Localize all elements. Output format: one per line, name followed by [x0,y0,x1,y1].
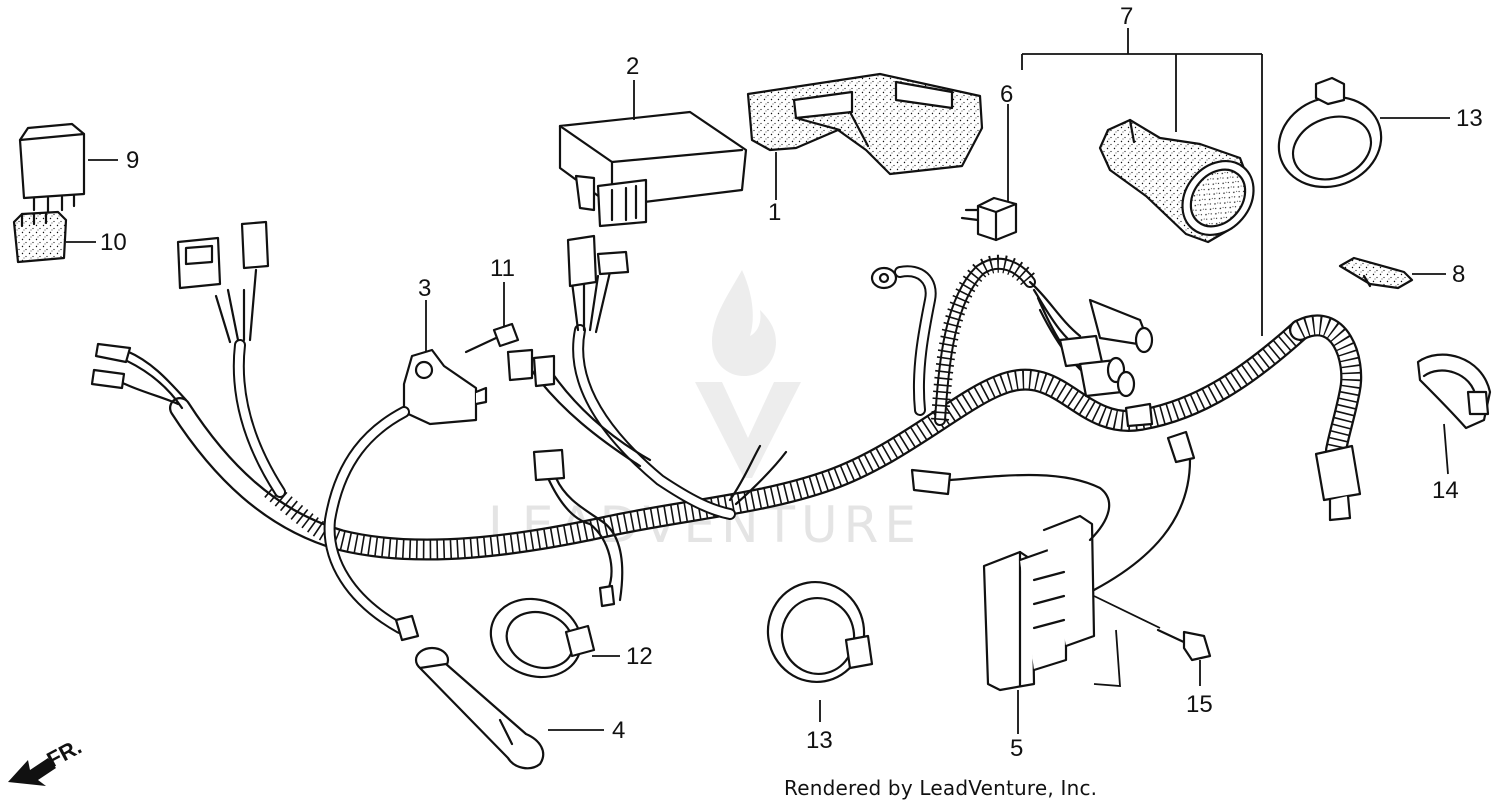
footer-credit: Rendered by LeadVenture, Inc. [784,776,1098,800]
callout-6: 6 [1000,81,1013,108]
front-direction-marker: FR. [8,734,86,786]
part-4-plug-cap[interactable] [414,646,545,770]
part-12-band[interactable] [480,587,596,690]
callout-13-upper: 13 [1456,105,1483,132]
callout-11: 11 [490,255,515,282]
callout-4: 4 [612,717,625,744]
part-8-grommet[interactable] [1338,256,1414,290]
leader-lines [66,28,1450,734]
callouts: 2 1 3 4 5 6 7 8 9 10 11 12 13 13 14 15 [100,3,1483,762]
part-14-band[interactable] [1416,353,1492,430]
part-9-relay[interactable] [18,122,86,214]
callout-14: 14 [1432,477,1459,504]
part-15-bolt[interactable] [1156,628,1212,662]
part-1-cover[interactable] [746,72,984,176]
callout-8: 8 [1452,261,1465,288]
callout-10: 10 [100,229,127,256]
part-3-wire-harness[interactable] [90,220,1363,608]
callout-3: 3 [418,275,431,302]
callout-13-lower: 13 [806,727,833,754]
front-arrow-icon [8,758,56,786]
part-11-bolt[interactable] [464,322,520,354]
part-7-boot[interactable] [1098,118,1268,249]
callout-9: 9 [126,147,139,174]
callout-15: 15 [1186,691,1213,718]
part-13-band-lower[interactable] [760,574,874,689]
part-5-regulator[interactable] [910,430,1196,692]
callout-12: 12 [626,643,653,670]
watermark-flame-icon [712,270,776,376]
callout-7: 7 [1120,3,1133,30]
part-13-band-upper[interactable] [1266,76,1394,201]
part-6-small-relay[interactable] [960,196,1018,242]
callout-5: 5 [1010,735,1023,762]
callout-2: 2 [626,53,639,80]
part-10-relay-socket[interactable] [12,210,68,264]
watermark-v-icon [695,382,801,478]
callout-1: 1 [768,199,781,226]
part-3-sensor[interactable] [323,348,488,642]
part-2-control-unit[interactable] [558,110,748,228]
